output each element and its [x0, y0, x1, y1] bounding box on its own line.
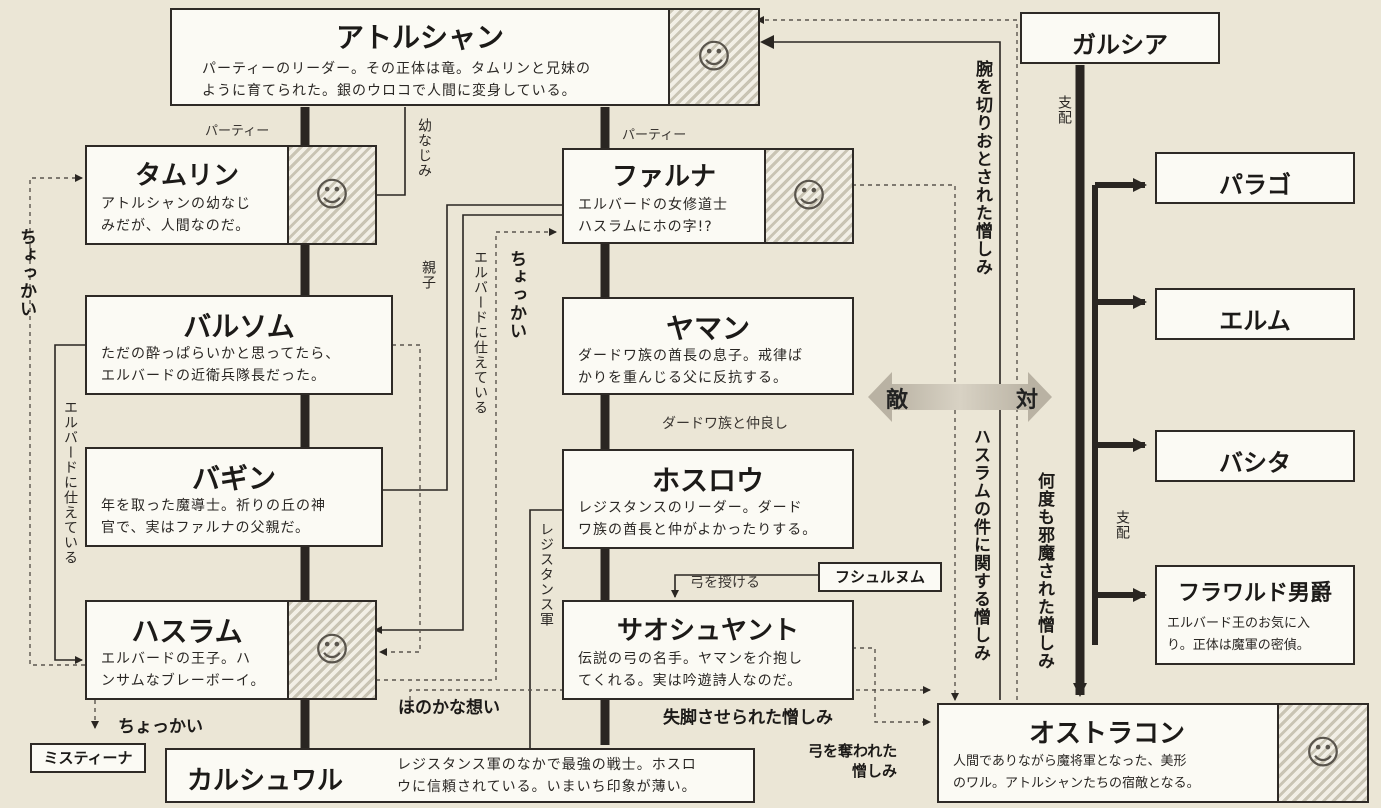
relation-label-grants-bow: 弓を授ける: [690, 575, 760, 591]
rivalry-label-versus: 対: [1016, 388, 1039, 413]
character-name: カルシュワル: [187, 766, 344, 796]
character-box-hasuramu: ハスラム エルバードの王子。ハ ンサムなブレーボーイ。 ☺: [85, 600, 377, 700]
character-name: ファルナ: [611, 162, 716, 192]
relation-label-serves-elbard: エルバードに仕えている: [62, 400, 78, 565]
rivalry-bar: [888, 384, 1032, 410]
character-desc: 年を取った魔導士。祈りの丘の神: [101, 498, 326, 514]
face-portrait-icon: ☺: [668, 8, 760, 106]
arrow-left-icon: [868, 372, 892, 422]
relation-label-party: パーティー: [205, 124, 270, 139]
character-name: エルム: [1219, 307, 1291, 335]
character-box-saoshuyanto: サオシュヤント 伝説の弓の名手。ヤマンを介抱し てくれる。実は吟遊詩人なのだ。: [562, 600, 854, 700]
character-desc: ように育てられた。銀のウロコで人間に変身している。: [202, 83, 577, 99]
character-box-barusomu: バルソム ただの酔っぱらいかと思ってたら、 エルバードの近衛兵隊長だった。: [85, 295, 393, 395]
character-name: バルソム: [183, 310, 295, 343]
character-name: タムリン: [134, 161, 239, 191]
relation-label-flirt: ちょっかい: [506, 250, 526, 340]
character-box-hosurou: ホスロウ レジスタンスのリーダー。ダード ワ族の酋長と仲がよかったりする。: [562, 449, 854, 549]
face-portrait-icon: ☺: [287, 600, 377, 700]
rivalry-label-enemy: 敵: [886, 388, 909, 413]
character-box-karushuwaru: カルシュワル レジスタンス軍のなかで最強の戦士。ホスロ ウに信頼されている。いま…: [165, 748, 755, 803]
face-portrait-icon: ☺: [287, 145, 377, 245]
relation-label-hatred-arm-cut: 腕を切りおとされた憎しみ: [972, 60, 992, 276]
relation-label-friendly-dadowa: ダードワ族と仲良し: [662, 416, 788, 432]
character-desc: パーティーのリーダー。その正体は竜。タムリンと兄妹の: [202, 61, 592, 77]
character-name: ガルシア: [1072, 31, 1168, 59]
character-box-bashita: バシタ: [1155, 430, 1355, 482]
character-name: アトルシャン: [335, 21, 504, 54]
relation-label-childhood-friend: 幼なじみ: [416, 118, 432, 178]
relation-label-hatred-obstructed: 何度も邪魔された憎しみ: [1034, 472, 1054, 670]
character-desc: エルバードの王子。ハ: [101, 651, 251, 667]
character-box-bagin: バギン 年を取った魔導士。祈りの丘の神 官で、実はファルナの父親だ。: [85, 447, 383, 547]
rivalry-arrow: 敵 対: [868, 366, 1052, 428]
relation-label-faint-love: ほのかな想い: [398, 698, 500, 718]
character-desc: 人間でありながら魔将軍となった、美形: [953, 754, 1187, 769]
character-name: サオシュヤント: [616, 616, 799, 646]
relation-label-hatred-bow-stolen: 弓を奪われた: [808, 742, 898, 760]
character-desc: 官で、実はファルナの父親だ。: [101, 520, 311, 536]
character-box-yaman: ヤマン ダードワ族の酋長の息子。戒律ば かりを重んじる父に反抗する。: [562, 297, 854, 395]
character-desc: ハスラムにホの字!?: [578, 219, 713, 235]
character-desc: のワル。アトルシャンたちの宿敵となる。: [953, 776, 1200, 791]
character-box-furawarudo: フラワルド男爵 エルバード王のお気に入 り。正体は魔軍の密偵。: [1155, 565, 1355, 665]
relation-label-serves-elbard: エルバードに仕えている: [472, 250, 488, 415]
character-desc: アトルシャンの幼なじ: [101, 196, 251, 212]
character-box-parago: パラゴ: [1155, 152, 1355, 204]
character-desc: みだが、人間なのだ。: [101, 218, 251, 234]
character-desc: ワ族の酋長と仲がよかったりする。: [578, 522, 818, 538]
character-desc: エルバードの近衛兵隊長だった。: [101, 368, 326, 384]
character-name: パラゴ: [1219, 171, 1291, 199]
relation-label-resistance-army: レジスタンス軍: [538, 522, 554, 627]
character-desc: エルバード王のお気に入: [1167, 616, 1311, 631]
face-portrait-icon: ☺: [764, 148, 854, 244]
relation-label-flirt: ちょっかい: [118, 717, 203, 737]
character-box-tamurin: タムリン アトルシャンの幼なじ みだが、人間なのだ。 ☺: [85, 145, 377, 245]
character-tag-fushurunumu: フシュルヌム: [818, 562, 942, 592]
relation-label-hatred-bow-stolen: 憎しみ: [852, 762, 898, 780]
character-name: ハスラム: [131, 615, 243, 648]
character-box-faruna: ファルナ エルバードの女修道士 ハスラムにホの字!? ☺: [562, 148, 854, 244]
arrow-right-icon: [1028, 372, 1052, 422]
character-box-garushia: ガルシア: [1020, 12, 1220, 64]
character-desc: てくれる。実は吟遊詩人なのだ。: [578, 673, 803, 689]
character-desc: ンサムなブレーボーイ。: [101, 673, 266, 689]
character-box-erumu: エルム: [1155, 288, 1355, 340]
relation-label-hatred-downfall: 失脚させられた憎しみ: [663, 708, 833, 728]
relation-label-hatred-hasuramu: ハスラムの件に関する憎しみ: [970, 428, 990, 662]
character-desc: ただの酔っぱらいかと思ってたら、: [101, 346, 341, 362]
character-desc: レジスタンスのリーダー。ダード: [578, 500, 803, 516]
relation-label-domination: 支配: [1114, 510, 1130, 540]
character-name: ホスロウ: [651, 464, 764, 497]
character-name: オストラコン: [1028, 719, 1185, 749]
relation-label-domination: 支配: [1056, 95, 1072, 125]
character-name: バギン: [191, 462, 276, 495]
relation-label-parent-child: 親子: [420, 260, 436, 290]
character-box-atorushan: アトルシャン パーティーのリーダー。その正体は竜。タムリンと兄妹の ように育てら…: [170, 8, 760, 106]
character-desc: 伝説の弓の名手。ヤマンを介抱し: [578, 651, 803, 667]
character-desc: ダードワ族の酋長の息子。戒律ば: [578, 348, 803, 364]
character-name: ヤマン: [665, 312, 750, 345]
character-box-osutorakon: オストラコン 人間でありながら魔将軍となった、美形 のワル。アトルシャンたちの宿…: [937, 703, 1369, 803]
character-tag-misutina: ミスティーナ: [30, 743, 146, 773]
face-portrait-icon: ☺: [1277, 703, 1369, 803]
character-desc: エルバードの女修道士: [578, 197, 728, 213]
character-desc: ウに信頼されている。いまいち印象が薄い。: [397, 779, 697, 795]
character-name: フラワルド男爵: [1177, 581, 1332, 606]
character-name: バシタ: [1219, 449, 1291, 477]
character-desc: レジスタンス軍のなかで最強の戦士。ホスロ: [397, 757, 697, 773]
relation-label-party: パーティー: [622, 128, 687, 143]
relation-label-flirt: ちょっかい: [16, 228, 36, 318]
character-desc: り。正体は魔軍の密偵。: [1167, 638, 1310, 653]
character-desc: かりを重んじる父に反抗する。: [578, 370, 788, 386]
